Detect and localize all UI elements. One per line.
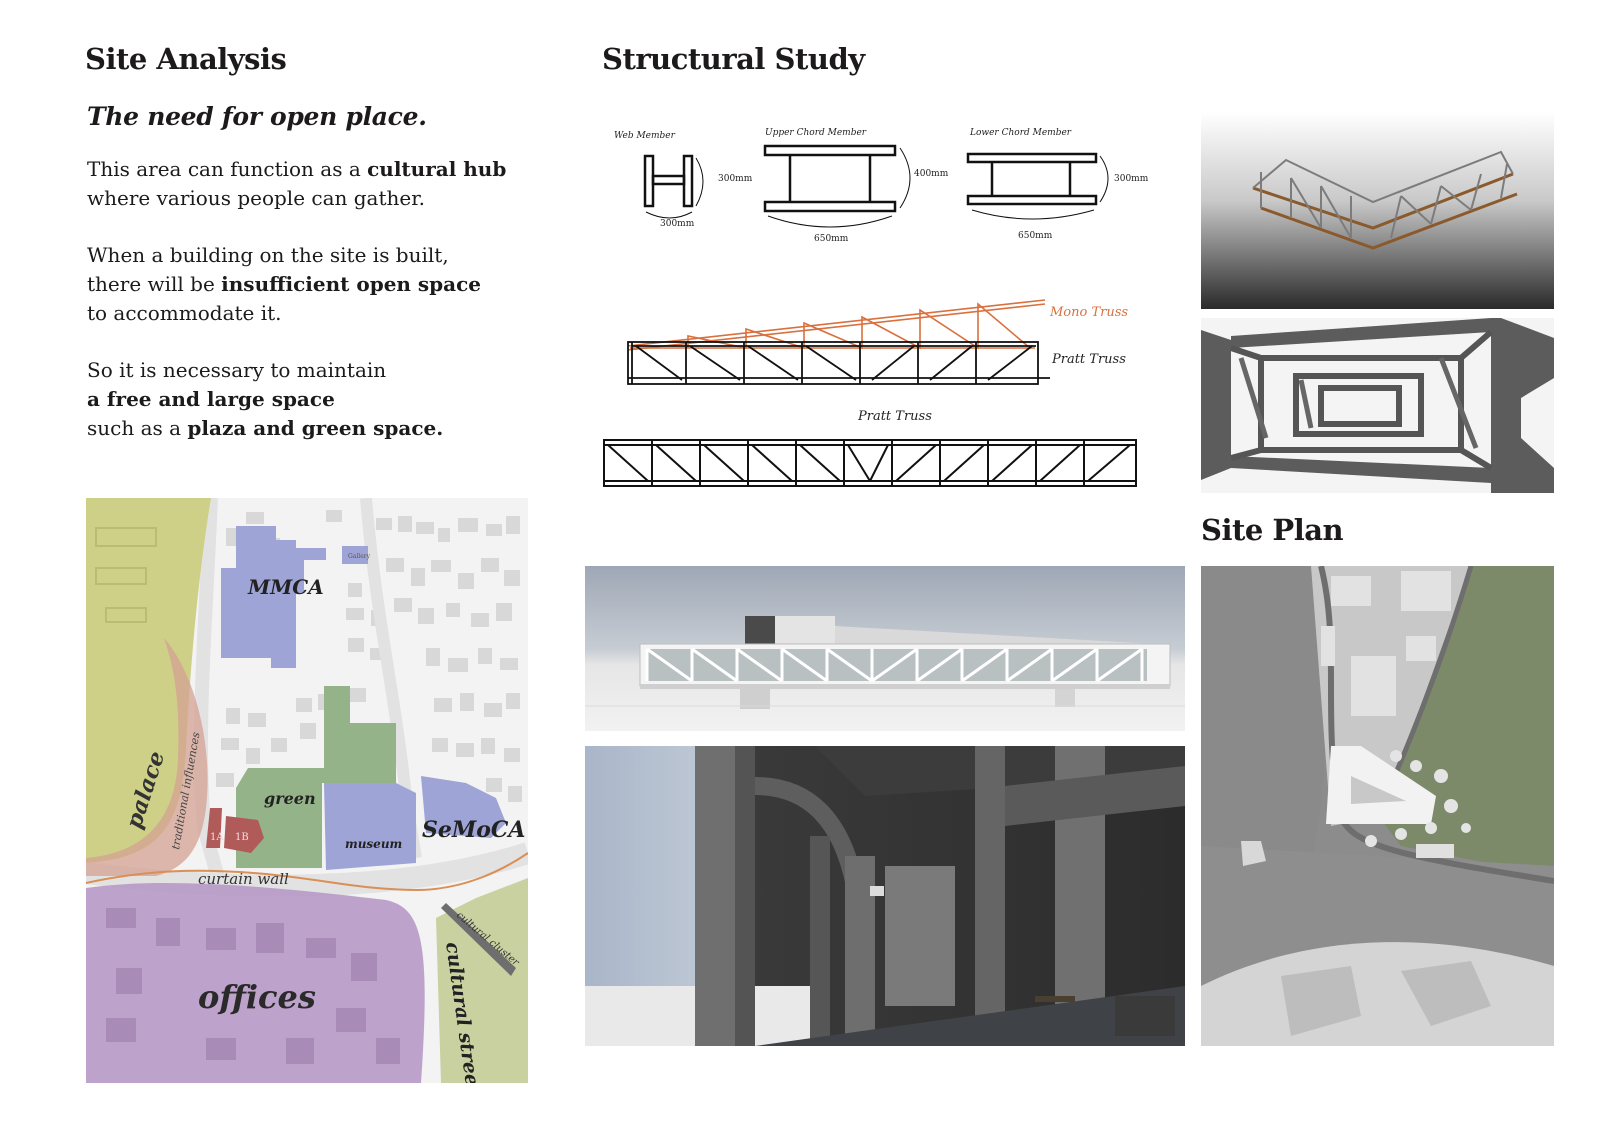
tagline: The need for open place. [87, 102, 427, 131]
paragraph-3: So it is necessary to maintain a free an… [87, 358, 444, 440]
exterior-render [585, 566, 1185, 731]
site-map-svg: MMCA palace traditional influences green… [86, 498, 528, 1083]
open-space-emph: insufficient open space [221, 272, 482, 296]
zone-1a [206, 808, 222, 848]
web-member-height: 300mm [718, 174, 753, 184]
upper-chord-diagram: Upper Chord Member 400mm 650mm [763, 128, 949, 244]
pratt-truss-1-label: Pratt Truss [1051, 352, 1126, 367]
label-mmca: MMCA [247, 575, 324, 599]
interior-render [585, 746, 1185, 1046]
member-sections-svg: Web Member 300mm 300mm Upper Chord Membe… [614, 128, 1149, 244]
cultural-hub-emph: cultural hub [367, 157, 507, 181]
traditional-influence-zone [86, 638, 208, 876]
truss-elevations-svg: Mono Truss Pratt Truss Pratt Truss [603, 299, 1137, 487]
truss-3d-render-svg [1252, 150, 1518, 250]
upper-chord-height: 400mm [914, 169, 949, 179]
site-plan-image [1201, 566, 1554, 1046]
lower-chord-width: 650mm [1018, 231, 1053, 241]
green-zone [236, 686, 396, 868]
web-member-label: Web Member [614, 131, 676, 141]
site-plan-title: Site Plan [1201, 513, 1344, 547]
site-plan-svg [1201, 566, 1554, 1046]
interior-render-svg [585, 746, 1185, 1046]
member-sections: Web Member 300mm 300mm Upper Chord Membe… [600, 120, 1160, 250]
lower-chord-diagram: Lower Chord Member 300mm 650mm [966, 128, 1149, 241]
museum-zone [324, 783, 416, 870]
site-analysis-map: MMCA palace traditional influences green… [86, 498, 528, 1083]
truss-perspective-svg [1201, 318, 1554, 493]
site-analysis-title: Site Analysis [85, 42, 287, 76]
pratt-truss-2-label: Pratt Truss [857, 409, 932, 424]
exterior-render-svg [585, 616, 1185, 709]
pratt-truss-1-drawing [627, 341, 1050, 385]
truss-3d-render [1201, 112, 1554, 309]
label-offices: offices [198, 978, 316, 1016]
pratt-truss-2-drawing [603, 439, 1137, 487]
lower-chord-label: Lower Chord Member [969, 128, 1072, 138]
label-green: green [264, 789, 316, 808]
truss-elevations: Mono Truss Pratt Truss Pratt Truss [600, 290, 1160, 495]
plaza-emph: plaza and green space. [187, 416, 444, 440]
site-analysis-text: This area can function as a cultural hub… [87, 155, 557, 443]
label-1a: 1A [210, 832, 224, 843]
upper-chord-label: Upper Chord Member [765, 128, 867, 138]
web-member-diagram: Web Member 300mm 300mm [614, 131, 753, 229]
label-gallery: Gallery [348, 553, 371, 560]
paragraph-2: When a building on the site is built, th… [87, 243, 482, 325]
mono-truss-label: Mono Truss [1049, 305, 1128, 320]
cultural-cluster-arrow [441, 903, 516, 976]
mmca-building [221, 526, 326, 668]
curtain-wall-line [86, 852, 528, 892]
label-semoca: SeMoCA [422, 817, 526, 843]
zone-1b [224, 816, 264, 853]
label-curtain-wall: curtain wall [198, 870, 289, 888]
city-blocks [216, 510, 522, 804]
semoca-building [421, 776, 506, 838]
label-museum: museum [345, 837, 402, 851]
truss-perspective-render [1201, 318, 1554, 493]
paragraph-1: This area can function as a cultural hub… [87, 157, 507, 210]
lower-chord-height: 300mm [1114, 174, 1149, 184]
structural-study-title: Structural Study [602, 42, 865, 76]
upper-chord-width: 650mm [814, 234, 849, 244]
label-1b: 1B [235, 832, 249, 843]
cultural-street-zone [436, 878, 528, 1083]
free-space-emph: a free and large space [87, 387, 335, 411]
web-member-width: 300mm [660, 219, 695, 229]
